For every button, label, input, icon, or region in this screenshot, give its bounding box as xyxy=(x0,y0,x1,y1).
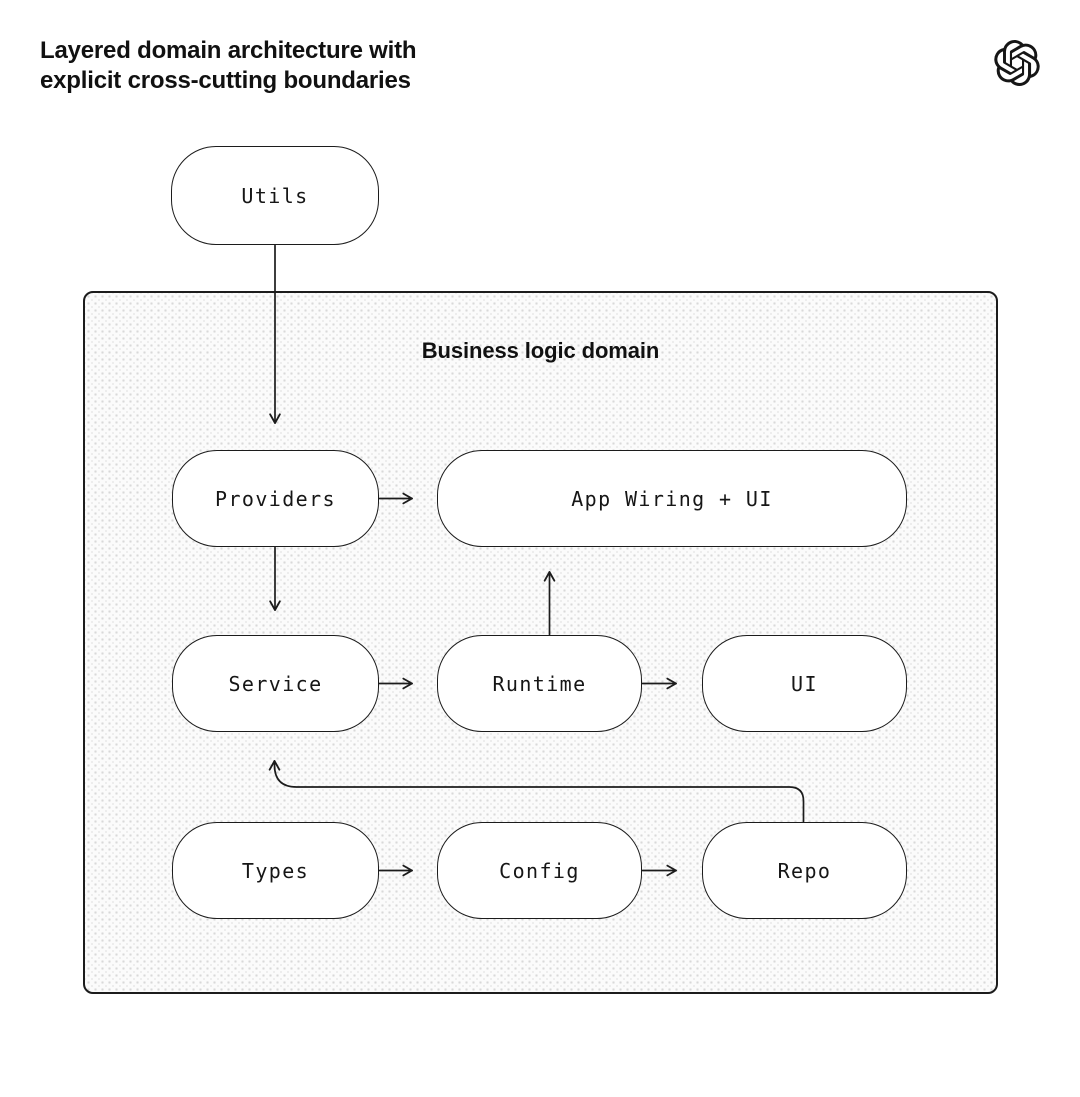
node-service: Service xyxy=(172,635,379,732)
page-title-line1: Layered domain architecture with xyxy=(40,37,417,64)
page-title: Layered domain architecture with explici… xyxy=(40,36,417,96)
node-types-label: Types xyxy=(241,858,310,883)
node-config: Config xyxy=(437,822,642,919)
node-runtime: Runtime xyxy=(437,635,642,732)
node-app-wiring-ui-label: App Wiring + UI xyxy=(571,486,773,511)
node-ui: UI xyxy=(702,635,907,732)
node-types: Types xyxy=(172,822,379,919)
node-app-wiring-ui: App Wiring + UI xyxy=(437,450,907,547)
node-repo-label: Repo xyxy=(777,858,832,883)
node-service-label: Service xyxy=(228,671,323,696)
node-utils: Utils xyxy=(171,146,379,245)
node-utils-label: Utils xyxy=(241,183,309,208)
node-providers: Providers xyxy=(172,450,379,547)
node-runtime-label: Runtime xyxy=(492,671,587,696)
business-logic-domain-label: Business logic domain xyxy=(421,338,660,363)
node-providers-label: Providers xyxy=(215,486,336,511)
node-ui-label: UI xyxy=(791,671,818,696)
openai-logo-icon xyxy=(994,40,1040,86)
node-repo: Repo xyxy=(702,822,907,919)
page-title-line2: explicit cross-cutting boundaries xyxy=(40,67,411,94)
node-config-label: Config xyxy=(499,858,580,883)
